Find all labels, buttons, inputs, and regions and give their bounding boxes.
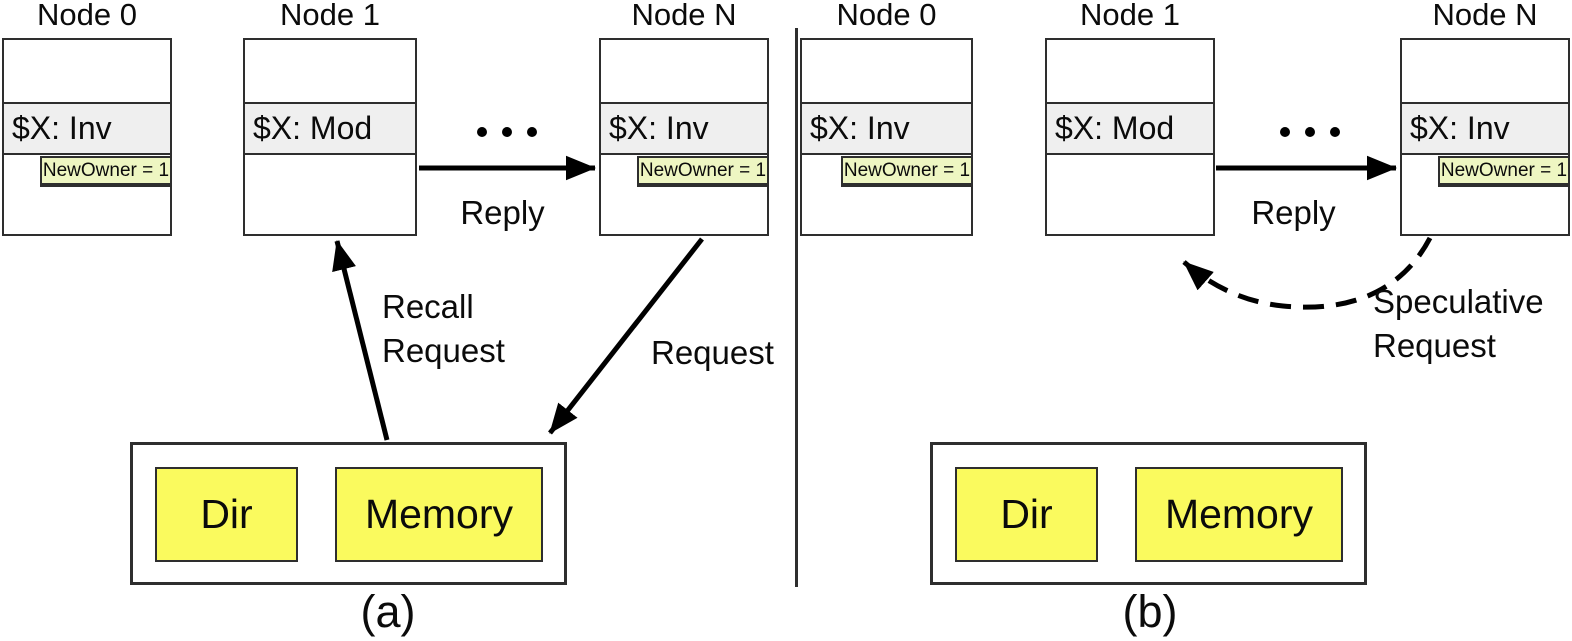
node-box: $X: Inv NewOwner = 1 [800, 38, 973, 236]
reply-label: Reply [1251, 194, 1336, 231]
panel-caption-a: (a) [360, 586, 416, 637]
memory-box: Memory [1135, 467, 1343, 562]
panel-caption-b: (b) [1122, 586, 1178, 637]
dir-box: Dir [955, 467, 1098, 562]
new-owner-tag: NewOwner = 1 [841, 156, 973, 187]
panel-divider [795, 28, 798, 587]
node-title: Node 1 [280, 0, 380, 32]
memory-unit: Dir Memory [930, 442, 1367, 585]
cache-row-empty [601, 40, 767, 104]
cache-state-row: $X: Inv [802, 104, 971, 155]
cache-row-empty: NewOwner = 1 [1402, 155, 1570, 232]
new-owner-tag: NewOwner = 1 [637, 156, 769, 187]
recall-request-arrow [332, 240, 390, 441]
cache-row-empty [4, 40, 170, 104]
dot-icon [527, 127, 537, 137]
speculative-request-label-line2: Request [1373, 327, 1496, 364]
cache-row-empty [802, 40, 971, 104]
ellipsis-icon [477, 127, 537, 137]
cache-row-empty: NewOwner = 1 [601, 155, 769, 232]
dot-icon [1305, 127, 1315, 137]
cache-state-row: $X: Inv [601, 104, 767, 155]
node-box: $X: Mod [1045, 38, 1215, 236]
node-title: Node 1 [1080, 0, 1180, 32]
speculative-request-label-line1: Speculative [1373, 283, 1544, 320]
memory-unit: Dir Memory [130, 442, 567, 585]
recall-request-label-line2: Request [382, 332, 505, 369]
cache-row-empty [1047, 40, 1213, 104]
cache-state-row: $X: Inv [1402, 104, 1568, 155]
node-title: Node 0 [37, 0, 137, 32]
dot-icon [1330, 127, 1340, 137]
node-title: Node 0 [836, 0, 937, 32]
cache-row-empty [245, 155, 415, 232]
cache-state-row: $X: Mod [245, 104, 415, 155]
cache-row-empty: NewOwner = 1 [802, 155, 973, 232]
node-box: $X: Inv NewOwner = 1 [599, 38, 769, 236]
memory-box: Memory [335, 467, 543, 562]
dot-icon [502, 127, 512, 137]
request-label: Request [651, 334, 774, 371]
dir-box: Dir [155, 467, 298, 562]
cache-state-row: $X: Mod [1047, 104, 1213, 155]
recall-request-label-line1: Recall [382, 288, 474, 325]
node-box: $X: Mod [243, 38, 417, 236]
reply-label: Reply [460, 194, 545, 231]
cache-row-empty [1402, 40, 1568, 104]
node-title: Node N [631, 0, 737, 32]
cache-state-row: $X: Inv [4, 104, 170, 155]
dot-icon [477, 127, 487, 137]
node-box: $X: Inv NewOwner = 1 [2, 38, 172, 236]
node-box: $X: Inv NewOwner = 1 [1400, 38, 1570, 236]
cache-row-empty: NewOwner = 1 [4, 155, 172, 232]
new-owner-tag: NewOwner = 1 [40, 156, 172, 187]
ellipsis-icon [1280, 127, 1340, 137]
node-title: Node N [1432, 0, 1538, 32]
new-owner-tag: NewOwner = 1 [1438, 156, 1570, 187]
dot-icon [1280, 127, 1290, 137]
speculative-request-label: Speculative Request [1373, 280, 1544, 368]
cache-row-empty [245, 40, 415, 104]
recall-request-label: Recall Request [382, 285, 505, 373]
cache-row-empty [1047, 155, 1213, 232]
